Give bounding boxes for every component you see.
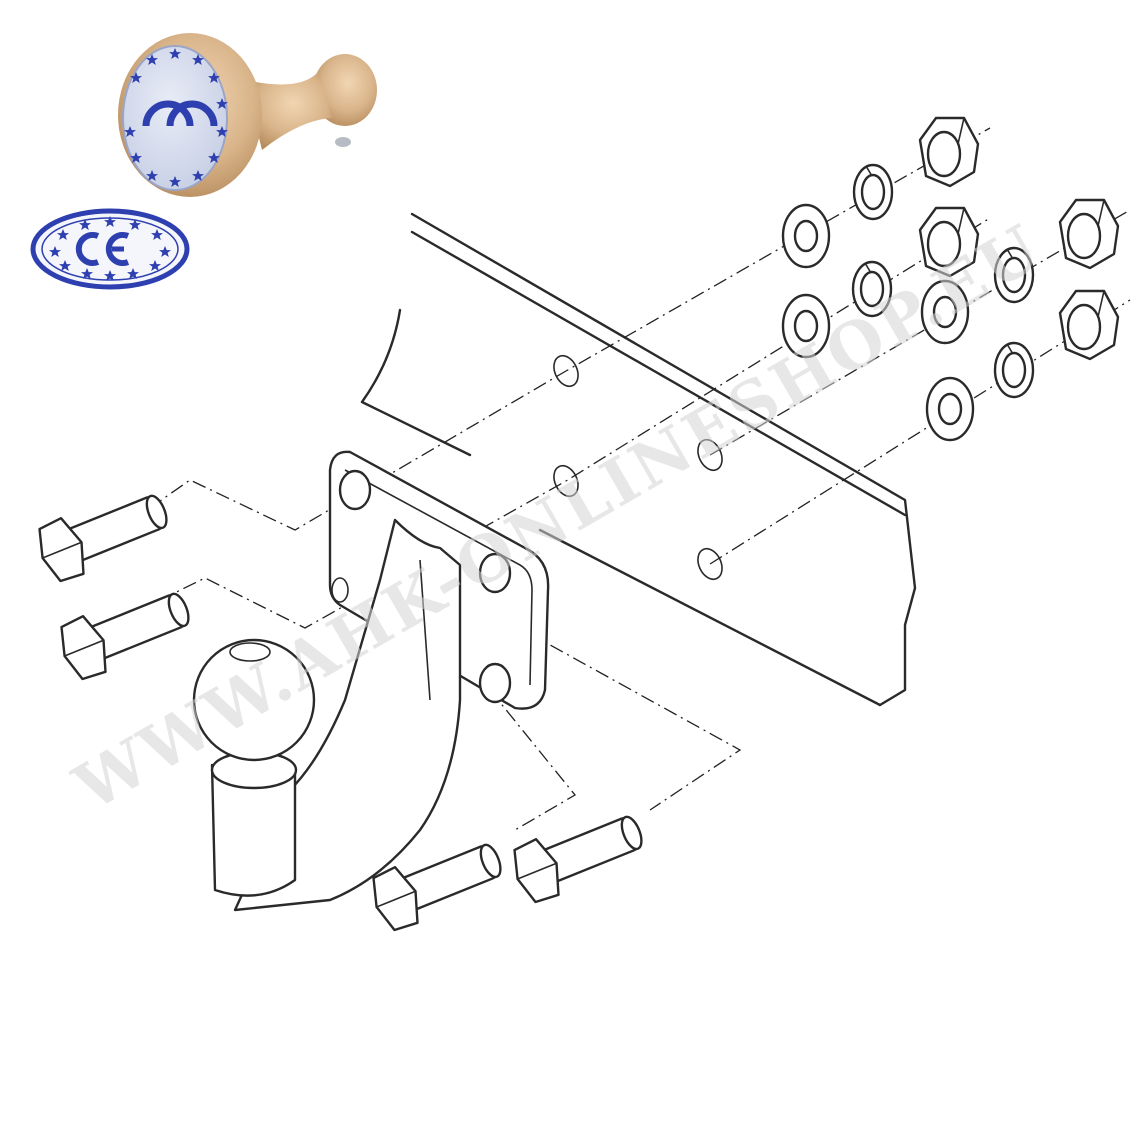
bracket-hole [331,577,349,603]
bracket-hole [478,662,512,704]
chassis-hole [697,438,723,472]
spring-washer-icon [993,246,1035,304]
washer-icon [781,293,831,359]
washer-icon [781,203,831,269]
bolt-icon [372,843,502,932]
nut-icon [918,116,980,188]
chassis-hole [553,354,579,388]
bracket-hole [338,469,372,511]
bolt-icon [60,592,190,681]
nut-icon [918,206,980,278]
nut-icon [1058,198,1120,270]
chassis-hole [697,547,723,581]
washer-icon [925,376,975,442]
bolt-icon [38,494,168,583]
ce-stamp-icon [30,33,377,290]
towbar-bracket [192,450,550,912]
tow-ball [192,638,316,762]
spring-washer-icon [993,341,1035,399]
assembly-dash-lines [149,127,1131,831]
chassis-hole [553,464,579,498]
watermark-text: WWW.AHK-ONLINESHOP.EU [62,210,1055,826]
washer-icon [920,279,970,345]
chassis-beam [360,212,917,707]
spring-washer-icon [852,163,894,221]
nut-icon [1058,289,1120,361]
bolt-icon [513,815,643,904]
bracket-hole [478,552,512,594]
spring-washer-icon [851,260,893,318]
